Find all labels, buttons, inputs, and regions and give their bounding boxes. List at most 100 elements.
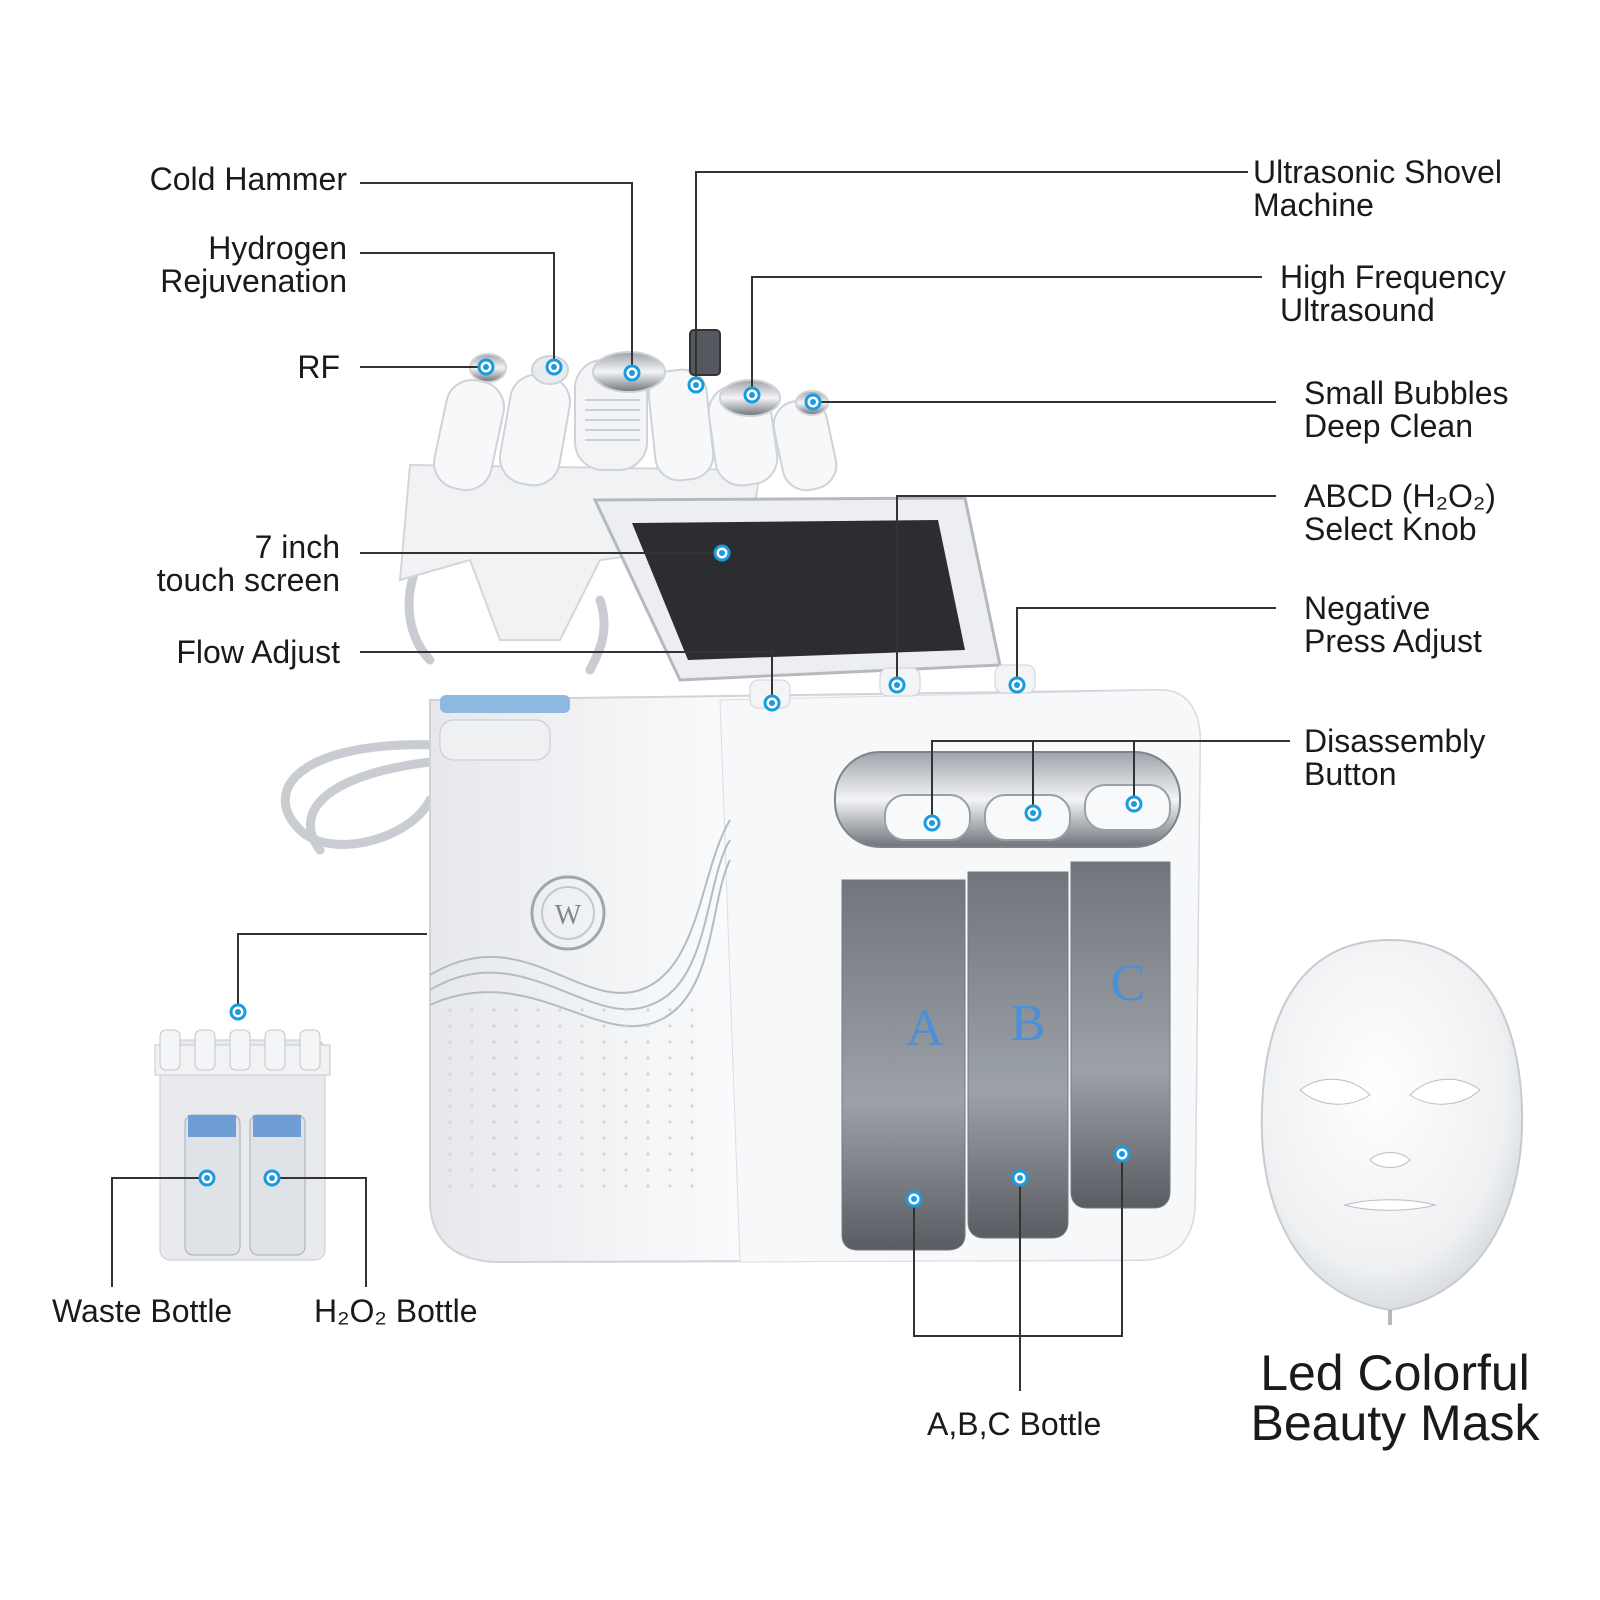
grid-dot — [514, 1168, 518, 1172]
grid-dot — [668, 1088, 672, 1092]
grid-dot — [602, 1120, 606, 1124]
grid-dot — [668, 1056, 672, 1060]
grid-dot — [646, 1008, 650, 1012]
grid-dot — [470, 1152, 474, 1156]
grid-dot — [690, 1056, 694, 1060]
grid-dot — [470, 1040, 474, 1044]
grid-dot — [470, 1136, 474, 1140]
grid-dot — [470, 1168, 474, 1172]
grid-dot — [536, 1072, 540, 1076]
grid-dot — [624, 1008, 628, 1012]
grid-dot — [558, 1072, 562, 1076]
label-flow-adjust: Flow Adjust — [176, 634, 340, 670]
grid-dot — [580, 1104, 584, 1108]
grid-dot — [536, 1168, 540, 1172]
grid-dot — [536, 1104, 540, 1108]
grid-dot — [514, 1152, 518, 1156]
grid-dot — [624, 1088, 628, 1092]
grid-dot — [690, 1088, 694, 1092]
grid-dot — [602, 1104, 606, 1108]
grid-dot — [492, 1056, 496, 1060]
grid-dot — [492, 1168, 496, 1172]
grid-dot — [492, 1040, 496, 1044]
grid-dot — [448, 1104, 452, 1108]
logo-letter: W — [555, 900, 582, 931]
grid-dot — [448, 1008, 452, 1012]
grid-dot — [580, 1072, 584, 1076]
grid-dot — [624, 1104, 628, 1108]
grid-dot — [646, 1104, 650, 1108]
small-bottle-unit — [154, 1029, 331, 1261]
grid-dot — [492, 1104, 496, 1108]
grid-dot — [580, 1056, 584, 1060]
grid-dot — [602, 1040, 606, 1044]
grid-dot — [470, 1008, 474, 1012]
label-disassembly-button: Disassembly Button — [1304, 723, 1486, 792]
grid-dot — [492, 1136, 496, 1140]
led-mask-image — [1260, 938, 1524, 1325]
grid-dot — [492, 1120, 496, 1124]
grid-dot — [470, 1104, 474, 1108]
label-hydrogen-rejuvenation: Hydrogen Rejuvenation — [160, 230, 347, 299]
grid-dot — [558, 1120, 562, 1124]
grid-dot — [536, 1088, 540, 1092]
label-touch-screen: 7 inch touch screen — [156, 529, 340, 598]
grid-dot — [602, 1152, 606, 1156]
grid-dot — [690, 1040, 694, 1044]
grid-dot — [470, 1056, 474, 1060]
grid-dot — [690, 1072, 694, 1076]
grid-dot — [668, 1008, 672, 1012]
label-high-frequency: High Frequency Ultrasound — [1280, 259, 1506, 328]
grid-dot — [580, 1008, 584, 1012]
grid-dot — [558, 1184, 562, 1188]
grid-dot — [448, 1024, 452, 1028]
grid-dot — [558, 1136, 562, 1140]
label-small-bubbles: Small Bubbles Deep Clean — [1304, 375, 1509, 444]
grid-dot — [514, 1136, 518, 1140]
grid-dot — [536, 1024, 540, 1028]
grid-dot — [514, 1184, 518, 1188]
grid-dot — [470, 1072, 474, 1076]
grid-dot — [558, 1088, 562, 1092]
grid-dot — [448, 1120, 452, 1124]
grid-dot — [690, 1024, 694, 1028]
grid-dot — [690, 1152, 694, 1156]
blue-trim — [440, 695, 570, 713]
grid-dot — [558, 1008, 562, 1012]
grid-dot — [580, 1040, 584, 1044]
grid-dot — [668, 1024, 672, 1028]
grid-dot — [514, 1120, 518, 1124]
grid-dot — [646, 1088, 650, 1092]
grid-dot — [624, 1168, 628, 1172]
grid-dot — [646, 1024, 650, 1028]
grid-dot — [624, 1136, 628, 1140]
grid-dot — [624, 1120, 628, 1124]
grid-dot — [514, 1008, 518, 1012]
grid-dot — [580, 1152, 584, 1156]
grid-dot — [668, 1120, 672, 1124]
grid-dot — [624, 1024, 628, 1028]
label-negative-press: Negative Press Adjust — [1304, 590, 1482, 659]
grid-dot — [448, 1040, 452, 1044]
abc-bottles: A B C — [841, 861, 1171, 1251]
grid-dot — [580, 1168, 584, 1172]
grid-dot — [492, 1024, 496, 1028]
grid-dot — [470, 1088, 474, 1092]
grid-dot — [668, 1168, 672, 1172]
grid-dot — [448, 1184, 452, 1188]
grid-dot — [690, 1008, 694, 1012]
grid-dot — [448, 1056, 452, 1060]
handpieces — [433, 329, 838, 492]
bottle-a-letter: A — [906, 1000, 944, 1057]
grid-dot — [558, 1024, 562, 1028]
grid-dot — [536, 1120, 540, 1124]
grid-dot — [536, 1152, 540, 1156]
label-h2o2-bottle: H₂O₂ Bottle — [314, 1293, 478, 1329]
grid-dot — [668, 1184, 672, 1188]
label-rf: RF — [297, 349, 340, 385]
grid-dot — [492, 1088, 496, 1092]
bottle-c-letter: C — [1111, 955, 1146, 1012]
label-cold-hammer: Cold Hammer — [149, 161, 347, 197]
grid-dot — [470, 1024, 474, 1028]
grid-dot — [448, 1072, 452, 1076]
